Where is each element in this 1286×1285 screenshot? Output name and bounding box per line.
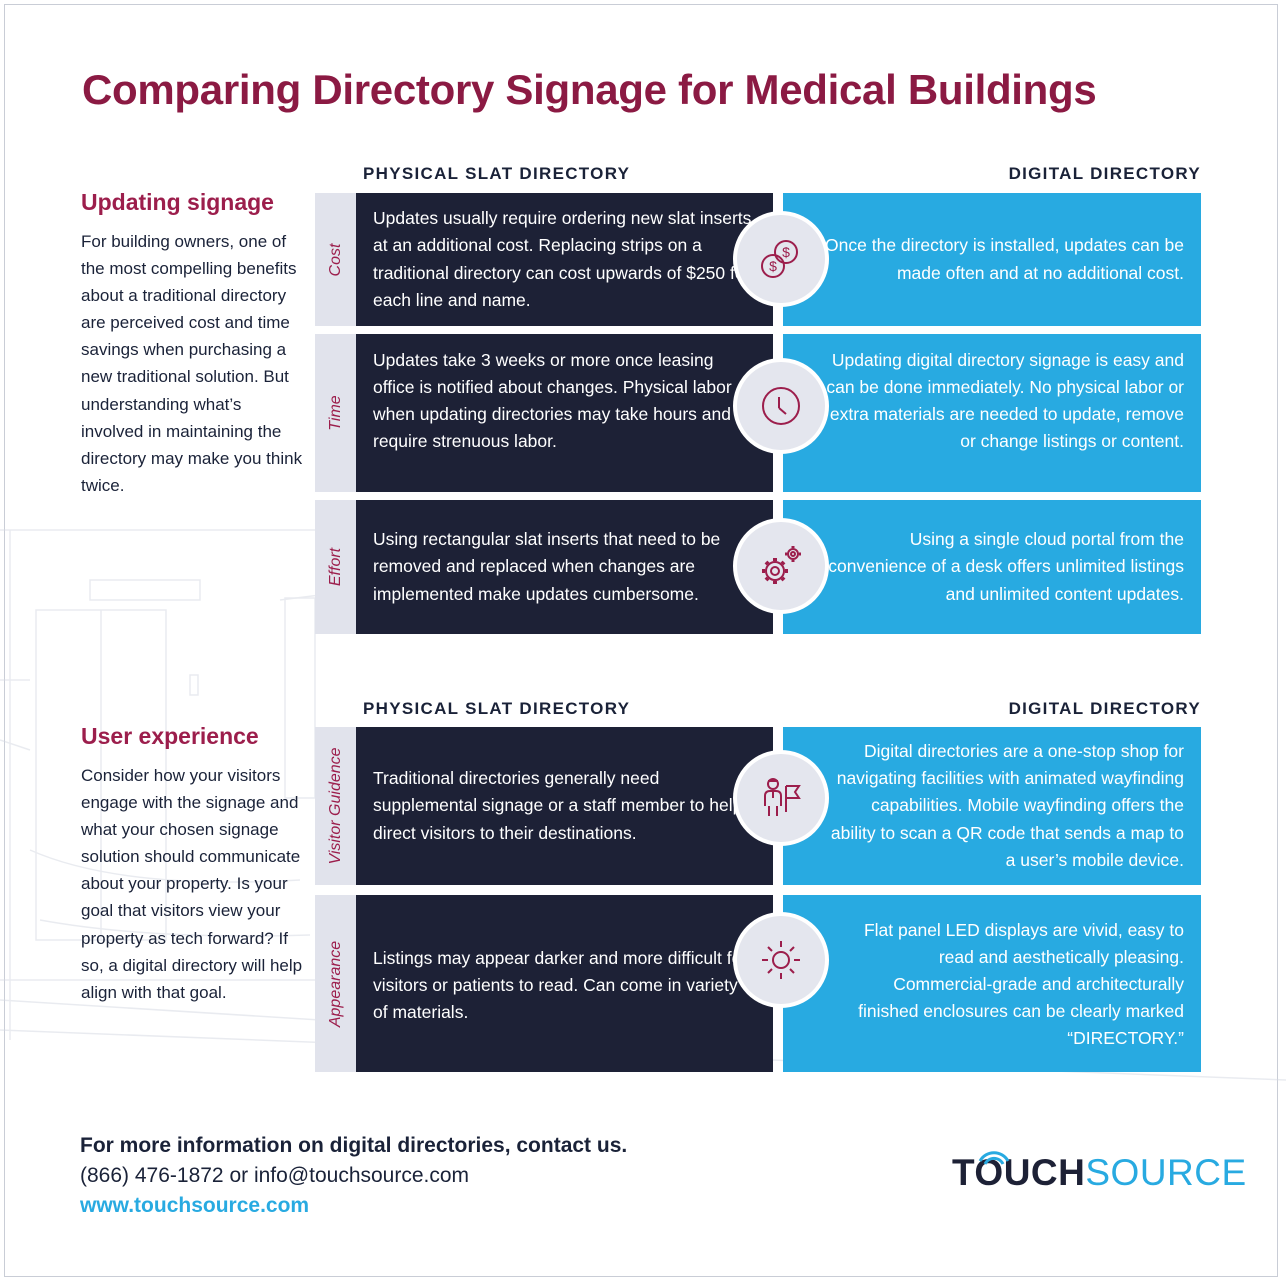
- section-heading-updating: Updating signage: [81, 189, 274, 215]
- row-label-time: Time: [315, 334, 356, 492]
- svg-text:$: $: [769, 258, 777, 274]
- logo-text-touch: TOUCH: [952, 1152, 1086, 1193]
- gears-icon: [733, 518, 829, 614]
- svg-text:$: $: [782, 244, 790, 260]
- physical-column-header: PHYSICAL SLAT DIRECTORY: [363, 164, 631, 183]
- digital-cell-effort: Using a single cloud portal from the con…: [783, 500, 1201, 634]
- section-body-user-experience: Consider how your visitors engage with t…: [81, 766, 303, 1002]
- physical-cell-cost: Updates usually require ordering new sla…: [356, 193, 773, 326]
- digital-cell-time: Updating digital directory signage is ea…: [783, 334, 1201, 492]
- footer-contact[interactable]: (866) 476-1872 or info@touchsource.com: [80, 1164, 470, 1187]
- physical-cell-appearance: Listings may appear darker and more diff…: [356, 895, 773, 1072]
- page-title: Comparing Directory Signage for Medical …: [82, 66, 1097, 113]
- section-body-updating: For building owners, one of the most com…: [81, 232, 303, 495]
- digital-cell-cost: Once the directory is installed, updates…: [783, 193, 1201, 326]
- footer-cta: For more information on digital director…: [80, 1134, 628, 1157]
- row-label-text: Appearance: [326, 940, 344, 1027]
- row-label-cost: Cost: [315, 193, 356, 326]
- row-label-effort: Effort: [315, 500, 356, 634]
- digital-cell-appearance: Flat panel LED displays are vivid, easy …: [783, 895, 1201, 1072]
- digital-cell-visitor-guidence: Digital directories are a one-stop shop …: [783, 727, 1201, 885]
- row-label-appearance: Appearance: [315, 895, 356, 1072]
- physical-cell-time: Updates take 3 weeks or more once leasin…: [356, 334, 773, 492]
- row-label-visitor-guidence: Visitor Guidence: [315, 727, 356, 885]
- physical-cell-effort: Using rectangular slat inserts that need…: [356, 500, 773, 634]
- digital-column-header-2: DIGITAL DIRECTORY: [1008, 699, 1201, 718]
- page-frame: [4, 4, 1278, 1277]
- touch-hand-icon: [978, 1151, 1010, 1165]
- row-label-text: Visitor Guidence: [326, 747, 344, 865]
- row-label-text: Time: [326, 395, 344, 431]
- coins-icon: $ $: [733, 211, 829, 307]
- touchsource-logo: TOUCHSOURCE: [952, 1152, 1247, 1194]
- digital-column-header: DIGITAL DIRECTORY: [1008, 164, 1201, 183]
- clock-icon: [733, 358, 829, 454]
- row-label-text: Cost: [326, 243, 344, 276]
- logo-text-source: SOURCE: [1085, 1152, 1247, 1193]
- section-heading-user-experience: User experience: [81, 723, 259, 749]
- physical-column-header-2: PHYSICAL SLAT DIRECTORY: [363, 699, 631, 718]
- guide-flag-icon: [733, 750, 829, 846]
- sun-icon: [733, 912, 829, 1008]
- physical-cell-visitor-guidence: Traditional directories generally need s…: [356, 727, 773, 885]
- footer-website-link[interactable]: www.touchsource.com: [80, 1194, 310, 1217]
- row-label-text: Effort: [326, 547, 344, 587]
